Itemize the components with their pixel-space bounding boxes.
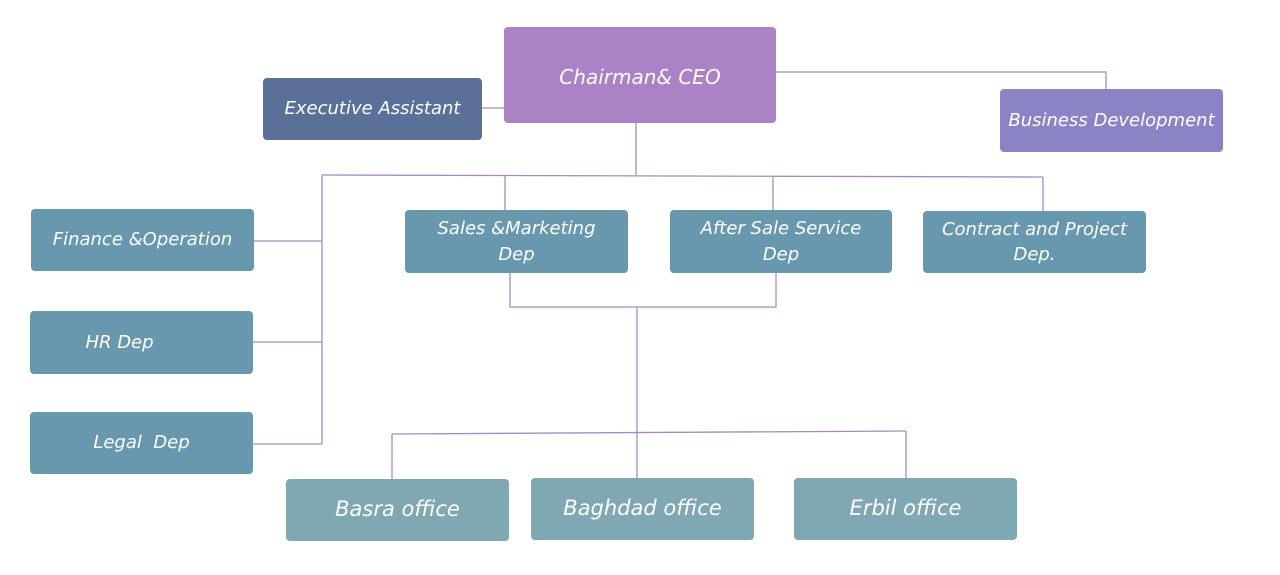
node-hr: HR Dep [30,311,253,374]
node-contract-project: Contract and Project Dep. [923,211,1146,273]
node-after-sale-service: After Sale Service Dep [670,210,892,273]
connector-sales-aftersale [509,272,777,308]
node-legal: Legal Dep [30,412,253,474]
node-label: Finance &Operation [52,229,233,251]
connector-offices-bus [391,430,907,435]
node-label: HR Dep [85,331,154,353]
node-baghdad-office: Baghdad office [531,478,754,540]
connector-ceo-bd [776,71,1107,90]
node-label: Sales &Marketing Dep [437,218,596,265]
node-label: Basra office [335,497,460,522]
node-business-development: Business Development [1000,89,1223,152]
node-ceo: Chairman& CEO [504,27,776,123]
node-label: Contract and Project Dep. [941,218,1128,265]
node-erbil-office: Erbil office [794,478,1017,540]
node-sales-marketing: Sales &Marketing Dep [405,210,628,273]
connector-dept-bus [321,174,1044,178]
node-executive-assistant: Executive Assistant [263,78,482,140]
node-finance-operation: Finance &Operation [31,209,254,271]
node-label: Legal Dep [93,432,190,454]
node-label: Business Development [1008,109,1215,131]
node-label: Chairman& CEO [559,65,721,89]
node-label: Erbil office [849,496,962,521]
node-basra-office: Basra office [286,479,509,541]
node-label: Executive Assistant [284,98,461,120]
node-label: Baghdad office [563,496,722,521]
node-label: After Sale Service Dep [700,218,862,265]
